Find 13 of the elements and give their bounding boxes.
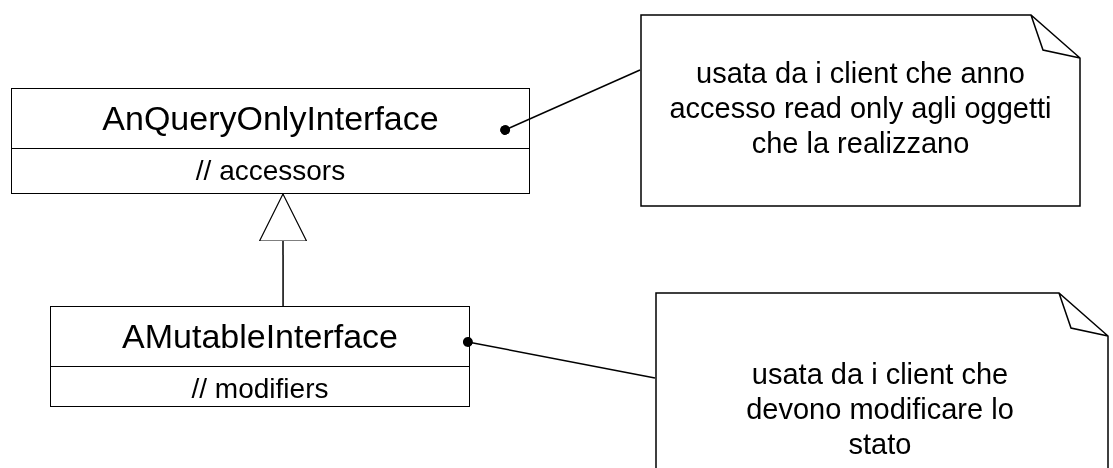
generalization-arrow: [258, 193, 308, 307]
class-members: // modifiers: [190, 372, 330, 406]
note: [655, 292, 1109, 468]
class-name: AnQueryOnlyInterface: [12, 89, 529, 149]
note: [640, 14, 1081, 207]
note-anchor-line: [462, 336, 656, 379]
class-members: // accessors: [194, 154, 347, 188]
note-text: usata da i client che devono modificare lo stato: [745, 357, 1015, 462]
note-anchor-line: [500, 69, 641, 135]
class-box: [11, 88, 530, 194]
class-name: AMutableInterface: [51, 307, 469, 367]
class-box: [50, 306, 470, 407]
note-text: usata da i client che anno accesso read only agli oggetti che la realizzano: [668, 56, 1053, 161]
